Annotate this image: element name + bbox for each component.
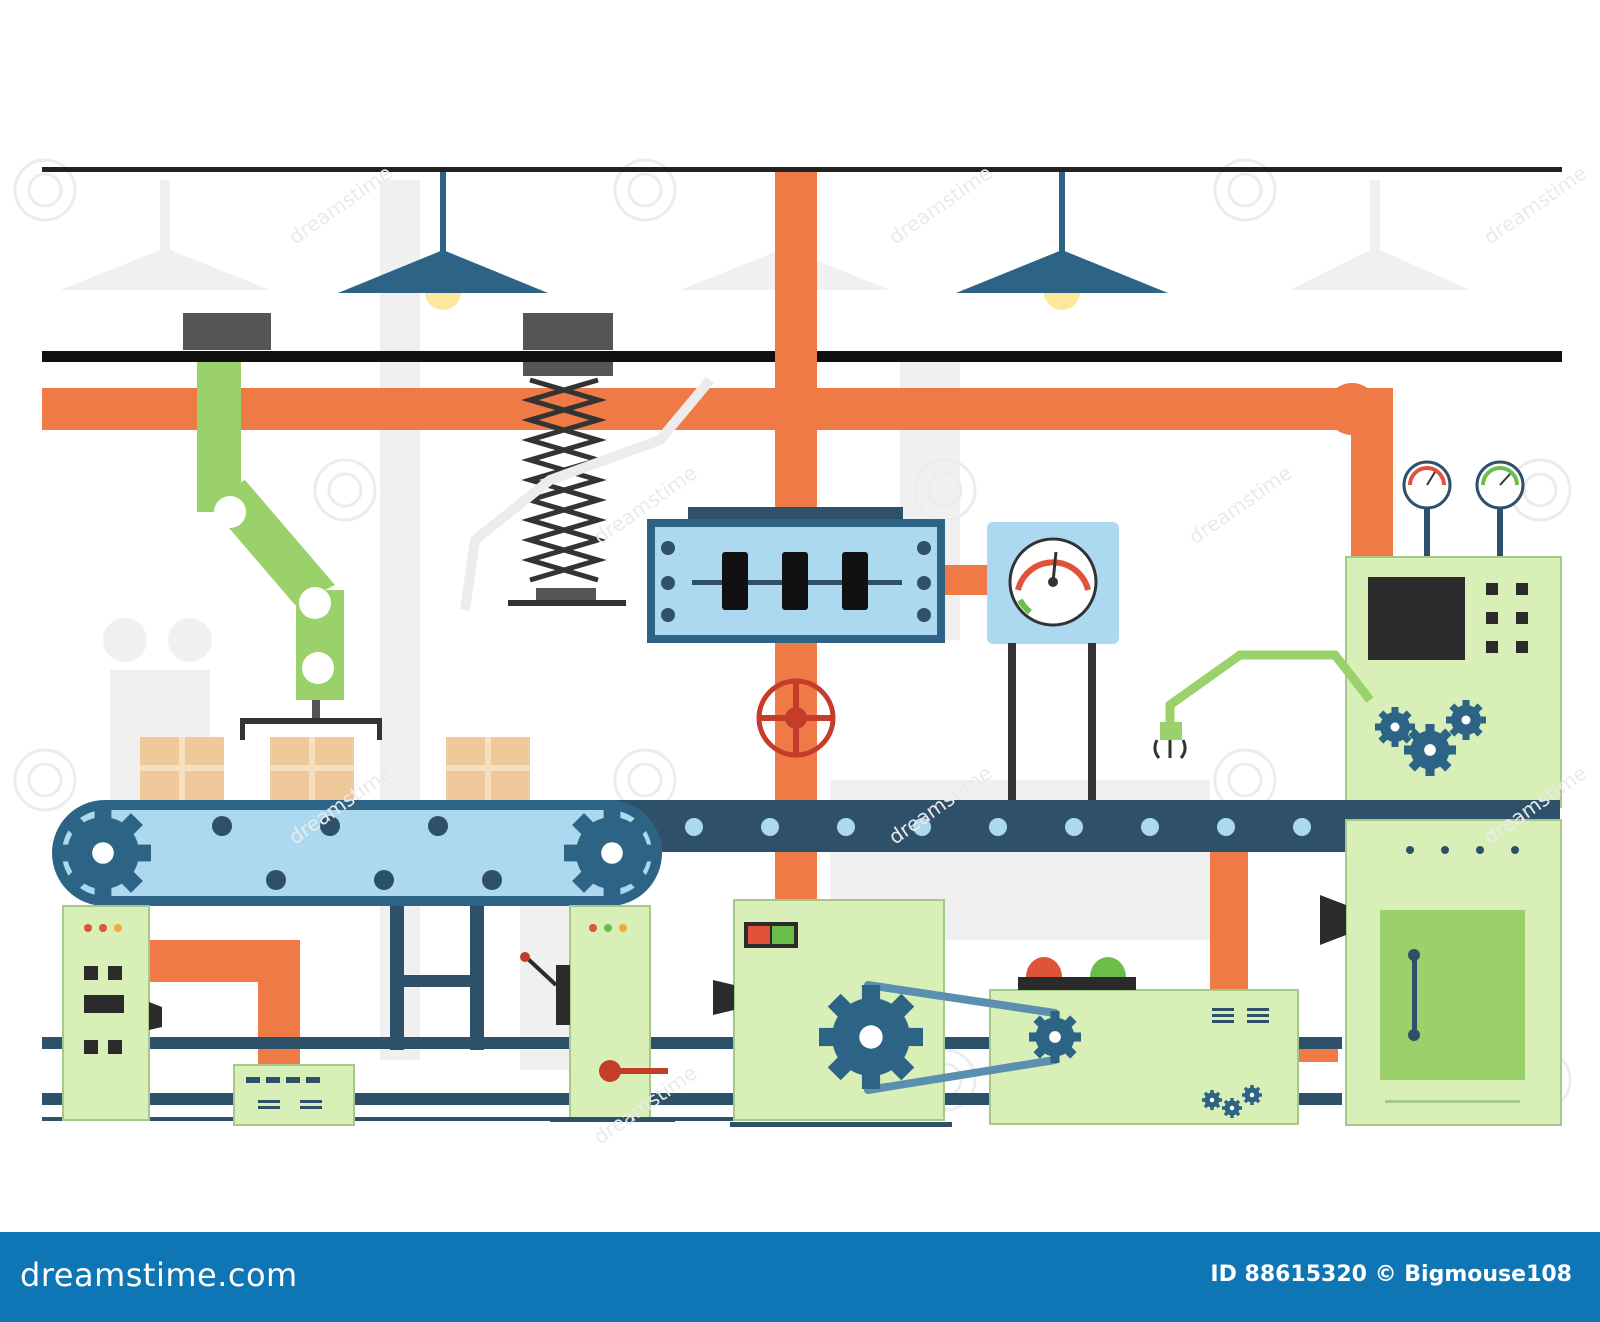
robot-arm-icon <box>183 313 382 740</box>
arm-claw <box>1153 739 1187 759</box>
scissor-lift-icon <box>508 313 626 606</box>
indicator-light-icon <box>1090 957 1126 977</box>
watermark-label: dreamstime <box>884 161 996 250</box>
watermark-label: dreamstime <box>1479 161 1591 250</box>
middle-pedestal <box>520 905 675 1122</box>
gauge-icon <box>1475 460 1525 560</box>
gear-icon <box>819 985 923 1089</box>
valve-wheel-icon <box>756 678 836 758</box>
box-icon <box>140 737 224 800</box>
background-arm <box>460 376 714 611</box>
footer-credit: ID 88615320 © Bigmouse108 <box>1210 1262 1572 1287</box>
crankshaft-box <box>647 507 945 643</box>
drive-belt <box>819 981 1081 1094</box>
gear-icon <box>1029 1011 1081 1063</box>
top-rail <box>42 167 1562 172</box>
gauge-icon <box>987 522 1119 803</box>
robot-arm-icon <box>1165 650 1374 725</box>
indicator-light-icon <box>1026 957 1062 977</box>
control-box <box>233 1064 355 1126</box>
footer-bar: dreamstime.com ID 88615320 © Bigmouse108 <box>0 1232 1600 1322</box>
footer-brand[interactable]: dreamstime.com <box>20 1256 298 1294</box>
conveyor-belt <box>52 800 662 906</box>
gear-icon <box>55 805 151 901</box>
cabinet <box>1320 819 1562 1126</box>
lamp-icon <box>956 172 1168 310</box>
box-icon <box>270 737 354 800</box>
box-icon <box>446 737 530 800</box>
watermark-label: dreamstime <box>284 161 396 250</box>
belt-drive-machine <box>713 899 952 1127</box>
lamp-icon <box>338 172 548 310</box>
gauge-icon <box>1402 460 1452 560</box>
left-pedestal <box>62 905 162 1121</box>
control-machine <box>1345 556 1562 808</box>
watermark-label: dreamstime <box>1184 461 1296 550</box>
gear-icon <box>564 805 660 901</box>
factory-scene: dreamstime dreamstime dreamstime dreamst… <box>13 158 1591 1149</box>
